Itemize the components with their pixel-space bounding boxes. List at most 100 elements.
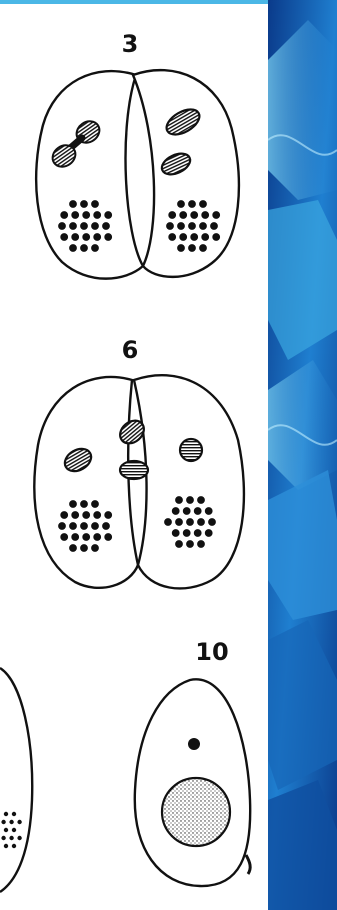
granule <box>179 211 188 220</box>
granule <box>60 533 69 542</box>
granule <box>69 200 78 209</box>
figure-3-label: 3 <box>122 30 139 58</box>
granule <box>82 233 91 242</box>
granule <box>104 533 113 542</box>
granule <box>186 540 195 549</box>
granule <box>193 529 202 538</box>
right-cell-outline <box>133 70 239 277</box>
granule <box>71 533 80 542</box>
granule <box>197 496 206 505</box>
embryo-sac-diagram: 3 6 <box>0 0 268 910</box>
granule <box>1 819 6 824</box>
granule <box>182 507 191 516</box>
granule <box>91 500 100 509</box>
granule <box>164 518 173 527</box>
granule <box>204 529 213 538</box>
granule <box>204 507 213 516</box>
figure-10-label: 10 <box>195 638 228 666</box>
granule <box>80 200 89 209</box>
granule <box>80 500 89 509</box>
central-nucleus-lower <box>120 461 148 479</box>
granule <box>11 811 16 816</box>
figure-10: 10 <box>135 638 250 886</box>
granule <box>199 244 208 253</box>
granule <box>93 533 102 542</box>
granule <box>104 511 113 520</box>
granule <box>71 211 80 220</box>
granule <box>175 496 184 505</box>
granule <box>17 835 22 840</box>
granule <box>190 233 199 242</box>
granule <box>80 222 89 231</box>
figure-3: 3 <box>36 30 239 279</box>
granule <box>210 222 219 231</box>
granule <box>168 233 177 242</box>
granule <box>9 819 14 824</box>
granule <box>69 544 78 553</box>
left-cell-outline <box>36 71 143 279</box>
granule <box>197 540 206 549</box>
granule <box>82 533 91 542</box>
granule <box>188 200 197 209</box>
granule <box>91 244 100 253</box>
granule <box>201 211 210 220</box>
granule <box>177 222 186 231</box>
granule <box>69 522 78 531</box>
granule <box>171 507 180 516</box>
granule <box>199 222 208 231</box>
left-cell-outline <box>34 377 138 588</box>
granule <box>212 211 221 220</box>
granule <box>71 233 80 242</box>
granule <box>197 518 206 527</box>
granule <box>177 244 186 253</box>
granule <box>199 200 208 209</box>
granule <box>80 544 89 553</box>
granule <box>201 233 210 242</box>
decorative-blue-panel <box>268 0 337 910</box>
granule <box>71 511 80 520</box>
granule <box>58 522 67 531</box>
granule <box>193 507 202 516</box>
granule <box>104 233 113 242</box>
granule <box>102 222 111 231</box>
granule <box>91 544 100 553</box>
granule <box>182 529 191 538</box>
granule <box>91 222 100 231</box>
right-cell-outline <box>134 375 244 588</box>
granule <box>11 827 16 832</box>
granule <box>186 518 195 527</box>
granule <box>60 233 69 242</box>
granule <box>9 835 14 840</box>
cropped-cell-outline <box>0 668 32 892</box>
granule <box>1 835 6 840</box>
granule <box>171 529 180 538</box>
granule <box>208 518 217 527</box>
granule <box>93 233 102 242</box>
granule <box>3 843 8 848</box>
granule <box>190 211 199 220</box>
granule <box>166 222 175 231</box>
granule <box>93 511 102 520</box>
granule <box>17 819 22 824</box>
granule <box>58 222 67 231</box>
granule <box>175 540 184 549</box>
granule <box>102 522 111 531</box>
granule <box>3 811 8 816</box>
granule <box>175 518 184 527</box>
granule <box>69 500 78 509</box>
granule <box>104 211 113 220</box>
cell-outline-thick-edge <box>246 855 250 874</box>
granule <box>168 211 177 220</box>
figure-partial-left <box>0 668 32 892</box>
granule <box>186 496 195 505</box>
granule <box>179 233 188 242</box>
granule <box>69 244 78 253</box>
granule <box>3 827 8 832</box>
granule <box>91 200 100 209</box>
granule <box>69 222 78 231</box>
granule <box>60 211 69 220</box>
granule <box>60 511 69 520</box>
granule <box>80 244 89 253</box>
figure-6: 6 <box>34 336 244 588</box>
